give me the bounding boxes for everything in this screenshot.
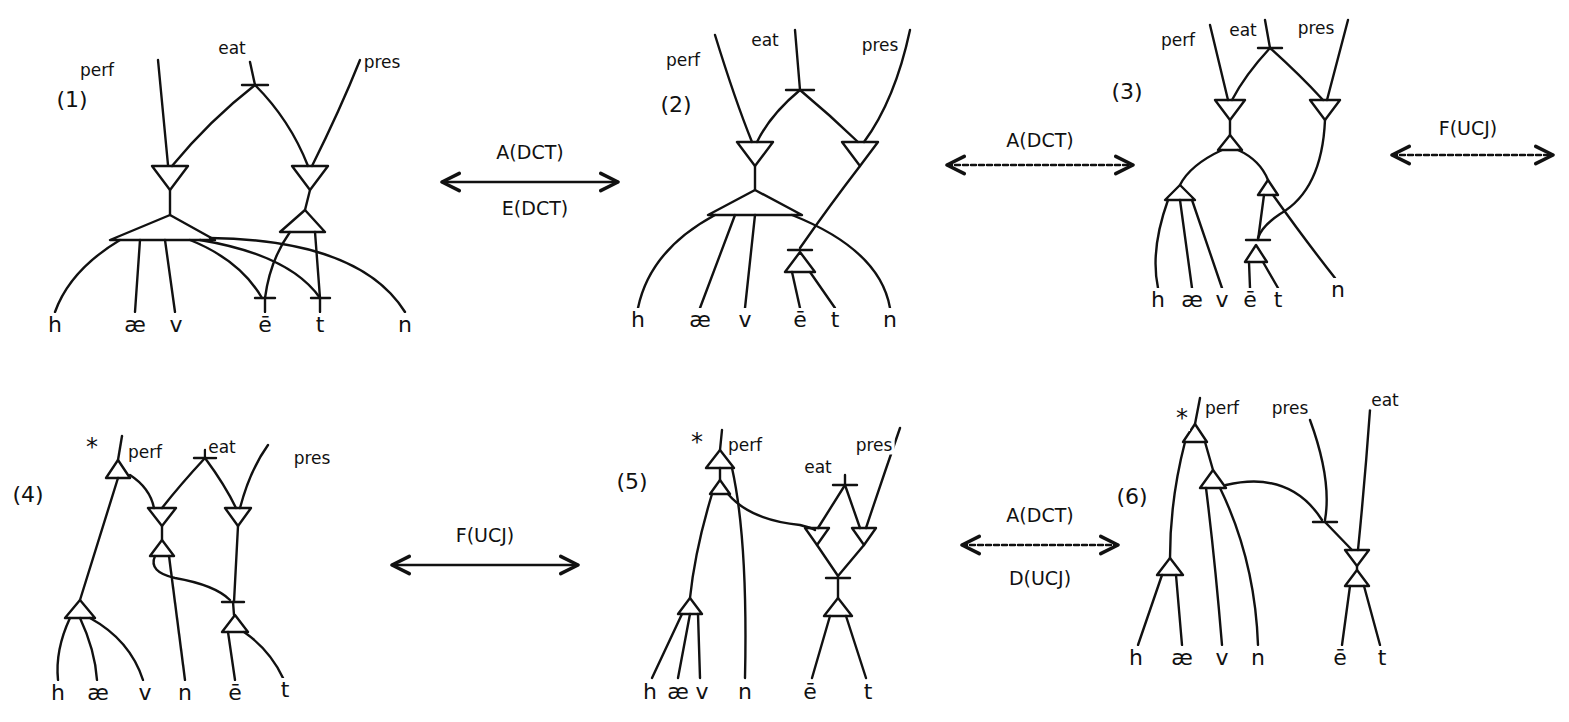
morpheme-label: perf <box>726 436 764 455</box>
phoneme-label: v <box>1213 288 1230 312</box>
phoneme-label: æ <box>122 313 148 337</box>
phoneme-label: h <box>1127 646 1145 670</box>
rule-arrow <box>962 544 1118 546</box>
morpheme-label: pres <box>292 449 333 468</box>
phoneme-label: h <box>641 680 659 704</box>
phoneme-label: ē <box>791 308 809 332</box>
phoneme-label: v <box>1213 646 1230 670</box>
rule-arrow <box>442 181 618 183</box>
phoneme-label: ē <box>256 313 274 337</box>
phoneme-label: ē <box>801 680 819 704</box>
phoneme-label: v <box>736 308 753 332</box>
morpheme-label: eat <box>802 458 834 477</box>
network-3 <box>1156 20 1348 288</box>
morpheme-label: perf <box>1203 399 1241 418</box>
morpheme-label: eat <box>206 438 238 457</box>
rule-arrow <box>1392 154 1553 156</box>
rule-label: D(UCJ) <box>1007 568 1073 589</box>
phoneme-label: v <box>693 680 710 704</box>
phoneme-label: t <box>314 313 327 337</box>
morpheme-label: eat <box>1369 391 1401 410</box>
rule-label: F(UCJ) <box>1437 118 1500 139</box>
morpheme-label: eat <box>216 39 248 58</box>
rule-arrow <box>947 164 1133 166</box>
phoneme-label: v <box>167 313 184 337</box>
phoneme-label: n <box>736 680 754 704</box>
phoneme-label: h <box>629 308 647 332</box>
rule-label: E(DCT) <box>500 198 570 219</box>
morpheme-label: perf <box>664 51 702 70</box>
rule-label: F(UCJ) <box>454 525 517 546</box>
panel-number: (6) <box>1114 485 1149 509</box>
morpheme-label: pres <box>362 53 403 72</box>
phoneme-label: t <box>862 680 875 704</box>
network-2 <box>638 30 910 308</box>
network-1 <box>55 60 405 312</box>
morpheme-label: pres <box>1270 399 1311 418</box>
network-5 <box>652 428 900 678</box>
network-6 <box>1138 398 1380 645</box>
phoneme-label: æ <box>1179 288 1205 312</box>
phoneme-label: n <box>176 681 194 705</box>
morpheme-label: pres <box>860 36 901 55</box>
phoneme-label: n <box>881 308 899 332</box>
rule-label: A(DCT) <box>1004 505 1075 526</box>
rule-label: A(DCT) <box>494 142 565 163</box>
phoneme-label: h <box>1149 288 1167 312</box>
morpheme-label: eat <box>1227 21 1259 40</box>
rule-label: A(DCT) <box>1004 130 1075 151</box>
star-mark: * <box>84 434 100 460</box>
phoneme-label: æ <box>1169 646 1195 670</box>
panel-number: (2) <box>658 93 693 117</box>
phoneme-label: n <box>396 313 414 337</box>
network-4 <box>58 436 284 680</box>
phoneme-label: ē <box>1331 646 1349 670</box>
panel-number: (4) <box>10 483 45 507</box>
phoneme-label: æ <box>687 308 713 332</box>
morpheme-label: perf <box>1159 31 1197 50</box>
phoneme-label: t <box>1376 646 1389 670</box>
rule-arrow <box>392 564 578 566</box>
phoneme-label: h <box>46 313 64 337</box>
phoneme-label: t <box>1272 288 1285 312</box>
phoneme-label: ē <box>226 681 244 705</box>
phoneme-label: n <box>1329 278 1347 302</box>
star-mark: * <box>1174 405 1190 431</box>
morpheme-label: perf <box>126 443 164 462</box>
morpheme-label: eat <box>749 31 781 50</box>
morpheme-label: pres <box>854 436 895 455</box>
morpheme-label: pres <box>1296 19 1337 38</box>
phoneme-label: æ <box>665 680 691 704</box>
phoneme-label: h <box>49 681 67 705</box>
phoneme-label: n <box>1249 646 1267 670</box>
panel-number: (1) <box>54 88 89 112</box>
panel-number: (3) <box>1109 80 1144 104</box>
morpheme-label: perf <box>78 61 116 80</box>
panel-number: (5) <box>614 470 649 494</box>
phoneme-label: v <box>136 681 153 705</box>
phoneme-label: t <box>829 308 842 332</box>
phoneme-label: ē <box>1241 288 1259 312</box>
star-mark: * <box>689 429 705 455</box>
phoneme-label: æ <box>85 681 111 705</box>
phoneme-label: t <box>279 678 292 702</box>
